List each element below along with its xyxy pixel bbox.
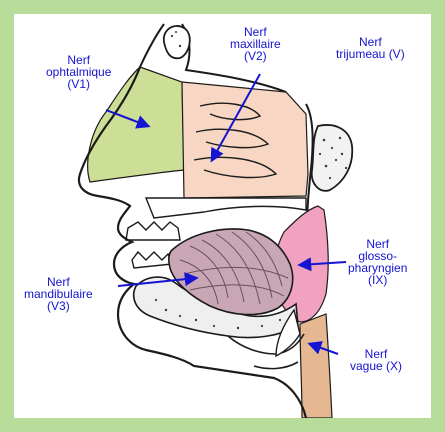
- sphenoid-sinus: [164, 26, 190, 58]
- cervical-spine: [312, 125, 353, 191]
- lower-teeth: [132, 252, 172, 268]
- palate: [146, 198, 306, 218]
- diagram-panel: Nerf trijumeau (V) Nerf ophtalmique (V1)…: [14, 14, 431, 418]
- label-nerf-vague: Nerf vague (X): [350, 348, 402, 372]
- vagus-region: [300, 314, 332, 418]
- label-nerf-glossopharyngien: Nerf glosso- pharyngien (IX): [348, 238, 407, 286]
- label-nerf-maxillaire: Nerf maxillaire (V2): [230, 26, 281, 62]
- label-nerf-trijumeau: Nerf trijumeau (V): [336, 36, 405, 60]
- upper-teeth: [126, 222, 180, 240]
- label-nerf-ophtalmique: Nerf ophtalmique (V1): [46, 54, 111, 90]
- label-nerf-mandibulaire: Nerf mandibulaire (V3): [24, 276, 93, 312]
